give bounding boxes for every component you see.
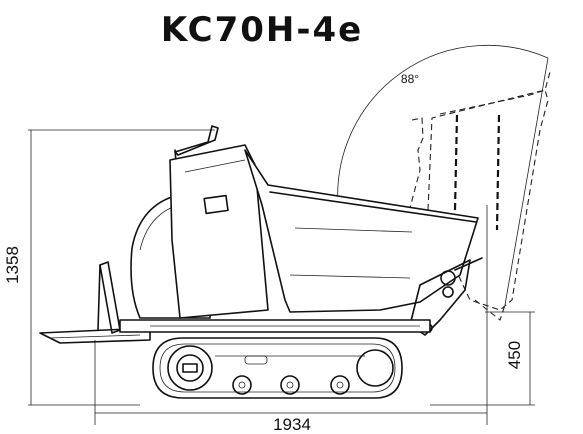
height-dimension-label: 1358 [3, 246, 22, 284]
dumper-machine [39, 125, 483, 344]
dump-height-dimension-label: 450 [505, 341, 524, 369]
length-dimension-label: 1934 [273, 415, 311, 434]
track-undercarriage [152, 337, 403, 399]
tip-angle-label: 88° [401, 72, 419, 86]
model-title: KC70H-4e [161, 10, 363, 50]
dimension-lines [28, 44, 549, 425]
